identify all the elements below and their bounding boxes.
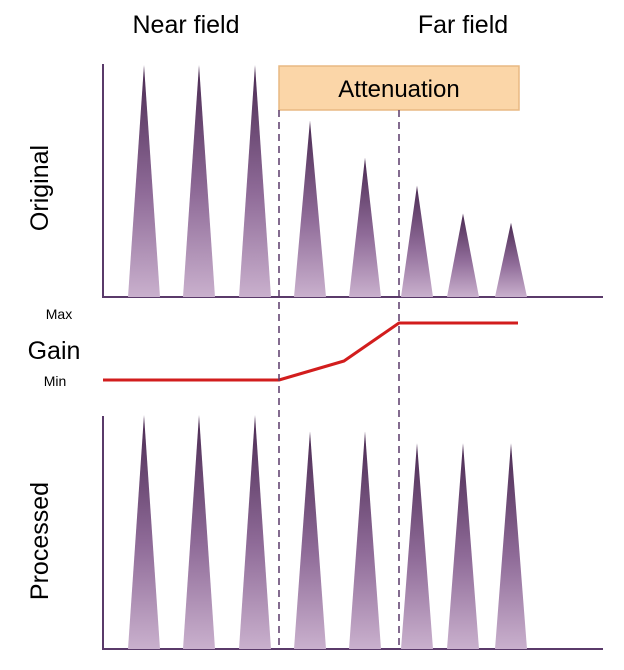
original-spike-7 xyxy=(447,213,479,297)
processed-panel: Processed xyxy=(26,415,603,650)
processed-spike-2 xyxy=(183,415,215,649)
attenuation-box: Attenuation xyxy=(278,65,520,111)
gain-panel: Max Gain Min xyxy=(28,306,518,389)
processed-spikes xyxy=(128,415,527,649)
attenuation-box-background xyxy=(278,65,520,111)
processed-spike-6 xyxy=(401,443,433,649)
processed-spike-4 xyxy=(294,431,326,649)
original-spikes xyxy=(128,65,527,298)
attenuation-label: Attenuation xyxy=(338,76,459,103)
original-axis-label: Original xyxy=(26,145,54,231)
original-spike-3 xyxy=(239,65,271,297)
processed-axis-label: Processed xyxy=(26,482,54,600)
gain-max-label: Max xyxy=(46,306,72,322)
original-spike-1 xyxy=(128,65,160,297)
original-spike-2 xyxy=(183,65,215,297)
original-spike-8 xyxy=(495,222,527,297)
gain-curve xyxy=(103,321,518,382)
processed-spike-5 xyxy=(349,431,381,649)
gain-min-label: Min xyxy=(44,373,67,389)
near-field-label: Near field xyxy=(133,11,240,39)
processed-spike-8 xyxy=(495,443,527,649)
gain-label: Gain xyxy=(28,337,81,365)
processed-spike-7 xyxy=(447,443,479,649)
original-spike-5 xyxy=(349,157,381,297)
original-spike-4 xyxy=(294,120,326,298)
original-spike-6 xyxy=(401,185,433,297)
original-panel: Original xyxy=(26,64,603,298)
far-field-label: Far field xyxy=(418,11,508,39)
processed-spike-1 xyxy=(128,415,160,649)
processed-spike-3 xyxy=(239,415,271,649)
